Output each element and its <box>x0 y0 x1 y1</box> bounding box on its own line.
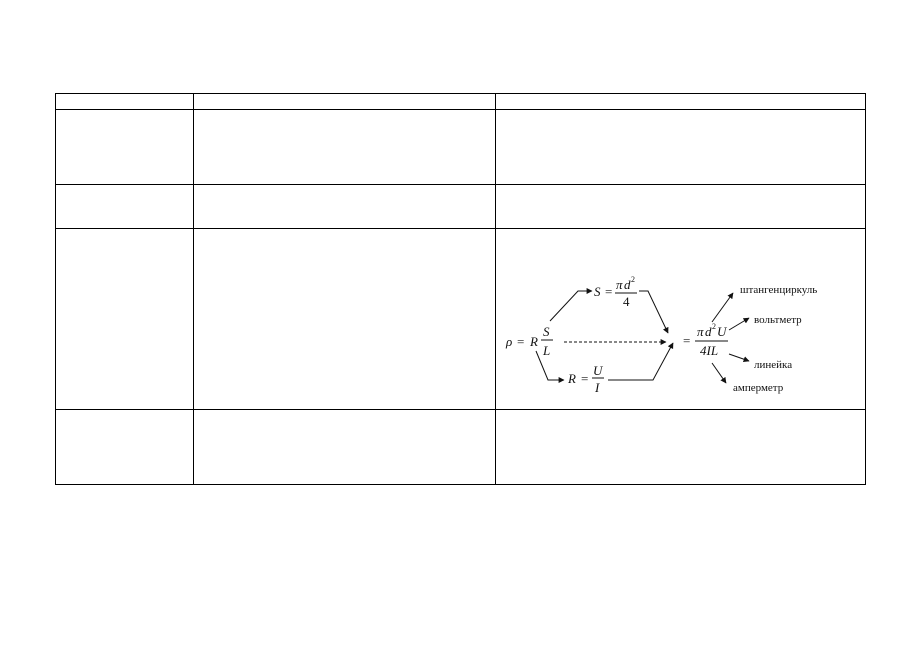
u-symbol: U <box>717 324 728 339</box>
table-cell <box>495 184 866 229</box>
equals-sign: = <box>581 371 588 386</box>
table-cell <box>193 228 496 410</box>
header-cell-3 <box>495 93 866 110</box>
pi-symbol: π <box>616 277 623 292</box>
arrow-to-caliper <box>711 292 734 323</box>
label-voltmeter: вольтметр <box>754 314 802 326</box>
fraction-denominator: 4IL <box>700 343 718 358</box>
table-cell <box>495 409 866 485</box>
table-cell <box>193 109 496 185</box>
arrow-area-to-result <box>639 290 669 334</box>
d-symbol: d <box>624 277 631 292</box>
arrow-to-resistance <box>535 350 565 383</box>
result-formula: = π d 2 U 4IL <box>683 322 728 358</box>
fraction-numerator: S <box>543 324 550 339</box>
exponent: 2 <box>712 322 716 331</box>
table-cell <box>55 184 194 229</box>
label-ammeter: амперметр <box>733 382 784 394</box>
rho-symbol: ρ <box>505 334 512 349</box>
connector-arrows <box>535 288 750 384</box>
pi-symbol: π <box>697 324 704 339</box>
table-cell <box>55 409 194 485</box>
header-cell-2 <box>193 93 496 110</box>
header-cell-1 <box>55 93 194 110</box>
table-header-row <box>55 93 866 110</box>
table-row <box>55 109 866 185</box>
equals-sign: = <box>683 333 690 348</box>
table-row <box>55 409 866 485</box>
fraction-numerator: U <box>593 363 604 378</box>
fraction-denominator: L <box>542 343 550 358</box>
table-cell <box>193 184 496 229</box>
table-cell <box>55 228 194 410</box>
arrow-resistance-to-result <box>608 342 674 381</box>
equals-sign: = <box>605 284 612 299</box>
methods-table: ρ = R S L S = π d 2 <box>55 93 866 485</box>
equals-sign: = <box>517 334 524 349</box>
rho-formula: ρ = R S L <box>505 324 553 358</box>
arrow-to-ruler <box>728 353 750 363</box>
table-cell <box>495 109 866 185</box>
label-ruler: линейка <box>754 359 792 371</box>
diagram-cell: ρ = R S L S = π d 2 <box>495 228 866 410</box>
table-row: ρ = R S L S = π d 2 <box>55 228 866 410</box>
s-symbol: S <box>594 284 601 299</box>
resistivity-diagram: ρ = R S L S = π d 2 <box>505 275 817 395</box>
fraction-denominator: I <box>594 380 600 395</box>
table-row <box>55 184 866 229</box>
d-symbol: d <box>705 324 712 339</box>
area-formula: S = π d 2 4 <box>594 275 637 309</box>
fraction-denominator: 4 <box>623 294 630 309</box>
r-symbol: R <box>567 371 576 386</box>
table-cell <box>193 409 496 485</box>
label-caliper: штангенциркуль <box>740 284 817 296</box>
resistance-formula: R = U I <box>567 363 604 395</box>
r-symbol: R <box>529 334 538 349</box>
arrow-to-ammeter <box>711 362 727 384</box>
arrow-to-area <box>549 288 593 322</box>
arrow-to-voltmeter <box>728 317 750 331</box>
exponent: 2 <box>631 275 635 284</box>
table-cell <box>55 109 194 185</box>
